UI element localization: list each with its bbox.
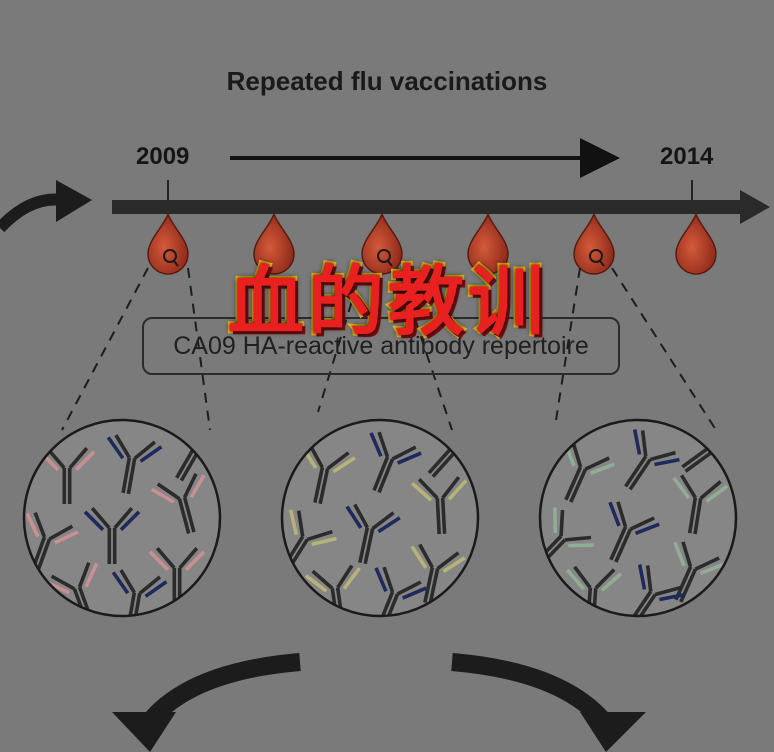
blood-drop — [573, 211, 615, 275]
antibody-icon — [300, 443, 356, 505]
overlay-title: 血的教训 — [226, 255, 548, 348]
antibody-icon — [672, 474, 729, 535]
bottom-right-arrow-head — [580, 712, 646, 752]
repertoire-label-text: CA09 HA-reactive antibody repertoire — [173, 331, 589, 360]
repertoire-circles — [22, 418, 738, 618]
b-cell-icon — [163, 249, 177, 263]
blood-drops — [147, 211, 717, 275]
figure-title: Repeated flu vaccinations — [226, 66, 548, 96]
b-cell-icon — [589, 249, 603, 263]
repertoire-circle — [22, 418, 222, 618]
start-year-label: 2009 — [136, 143, 190, 170]
antibody-icon — [25, 511, 79, 574]
antibody-icon — [111, 569, 168, 615]
repertoire-circle — [538, 418, 738, 618]
blood-drop — [253, 211, 295, 275]
antibody-icon — [150, 472, 206, 534]
repertoire-circle — [280, 418, 480, 618]
entry-curve-arrow — [0, 193, 63, 233]
timeline-bar — [112, 190, 770, 224]
blood-drop — [675, 211, 717, 275]
antibody-icon — [345, 503, 401, 565]
antibody-icon — [374, 566, 427, 615]
blood-drop — [147, 211, 189, 275]
zoom-lines — [61, 267, 717, 431]
antibody-icon — [83, 507, 141, 565]
antibody-icon — [410, 476, 468, 535]
bottom-left-arrow-head — [112, 712, 176, 752]
antibody-icon — [369, 431, 422, 494]
blood-drop — [467, 211, 509, 275]
entry-arrow-head — [56, 180, 92, 222]
antibody-icon — [148, 547, 206, 605]
antibody-icon — [629, 564, 685, 615]
end-year-label: 2014 — [660, 143, 714, 170]
antibody-icon — [106, 434, 163, 495]
b-cell-icon — [377, 249, 391, 263]
antibody-icon — [410, 543, 466, 605]
antibody-icon — [608, 501, 660, 563]
antibody-icon — [624, 429, 680, 491]
blood-drop — [361, 211, 403, 275]
repertoire-label-box: CA09 HA-reactive antibody repertoire — [142, 317, 620, 375]
